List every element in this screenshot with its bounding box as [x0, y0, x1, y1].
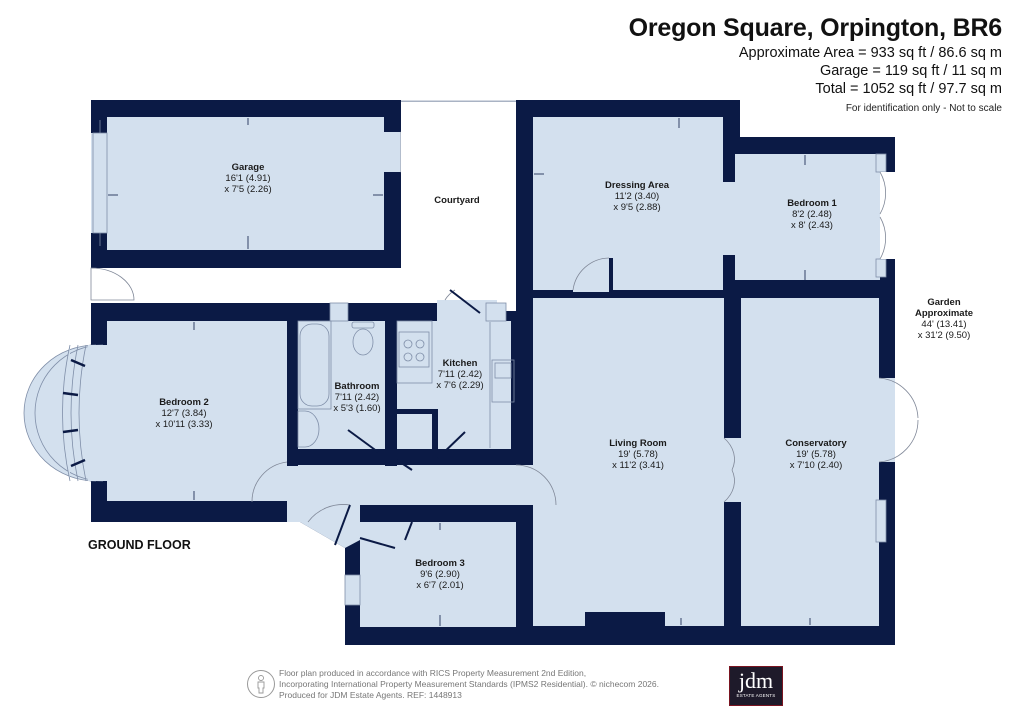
room-living-room: Living Room 19' (5.78) x 11'2 (3.41) — [609, 438, 667, 471]
room-garden: Garden Approximate 44' (13.41) x 31'2 (9… — [914, 297, 974, 341]
room-conservatory: Conservatory 19' (5.78) x 7'10 (2.40) — [785, 438, 847, 471]
room-bedroom-2: Bedroom 2 12'7 (3.84) x 10'11 (3.33) — [155, 397, 213, 430]
jdm-logo: jdm ESTATE AGENTS — [729, 666, 783, 706]
interior-walls — [91, 137, 880, 645]
room-garage: Garage 16'1 (4.91) x 7'5 (2.26) — [224, 162, 272, 195]
garage-area: Garage = 119 sq ft / 11 sq m — [819, 63, 1002, 79]
property-title: Oregon Square, Orpington, BR6 — [628, 14, 1003, 42]
plan-header: Oregon Square, Orpington, BR6 Approximat… — [628, 12, 1003, 114]
room-courtyard: Courtyard — [434, 195, 480, 206]
room-bathroom: Bathroom 7'11 (2.42) x 5'3 (1.60) — [333, 381, 381, 414]
kitchen-fittings — [396, 320, 515, 448]
room-kitchen: Kitchen 7'11 (2.42) x 7'6 (2.29) — [436, 358, 484, 391]
footer-text: Floor plan produced in accordance with R… — [279, 668, 659, 700]
room-bedroom-3: Bedroom 3 9'6 (2.90) x 6'7 (2.01) — [415, 558, 465, 591]
approximate-area: Approximate Area = 933 sq ft / 86.6 sq m — [738, 45, 1002, 61]
floor-label: GROUND FLOOR — [88, 538, 191, 552]
person-icon — [247, 670, 275, 698]
room-dressing-area: Dressing Area 11'2 (3.40) x 9'5 (2.88) — [604, 180, 670, 213]
bay-window — [23, 343, 108, 483]
room-bedroom-1: Bedroom 1 8'2 (2.48) x 8' (2.43) — [787, 198, 837, 231]
windows — [329, 153, 887, 606]
door-leaves — [334, 289, 481, 549]
bathroom-fittings — [297, 320, 375, 448]
floor-fills — [107, 117, 880, 627]
measurement-arrows — [108, 118, 811, 626]
total-area: Total = 1052 sq ft / 97.7 sq m — [815, 81, 1002, 97]
scale-note: For identification only - Not to scale — [845, 103, 1002, 114]
doors — [251, 171, 919, 523]
